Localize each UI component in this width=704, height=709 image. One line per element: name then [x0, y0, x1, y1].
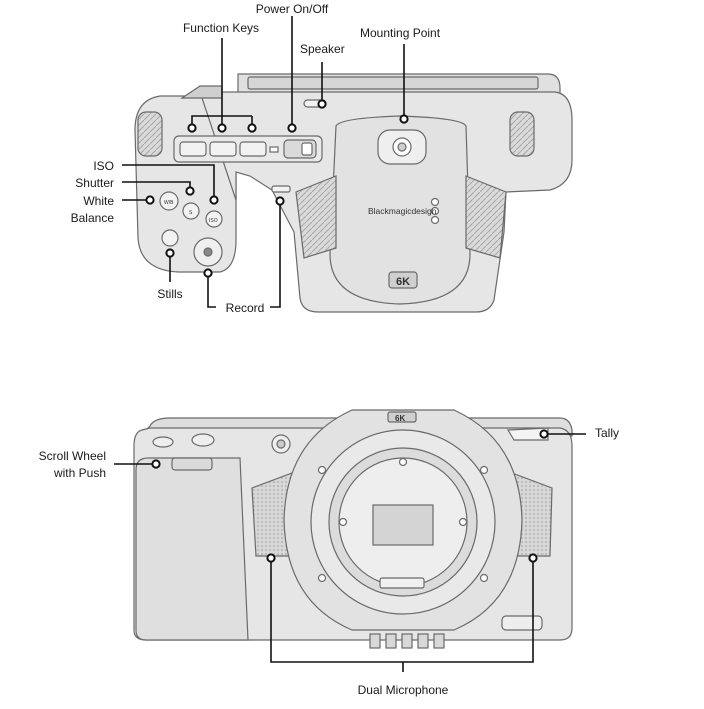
left-vent [295, 175, 337, 259]
fn-key-2 [209, 141, 237, 157]
top-view-leaders [122, 16, 405, 308]
label-balance: Balance [70, 211, 114, 225]
s-text: S [189, 210, 193, 216]
label-white: White [83, 194, 114, 208]
label-dual-microphone: Dual Microphone [357, 683, 449, 697]
power-switch-knob [301, 142, 313, 156]
label-iso: ISO [93, 159, 114, 173]
top-view-camera [134, 73, 573, 313]
label-mounting-point: Mounting Point [360, 26, 441, 40]
stills-button [161, 229, 179, 247]
top-view-leader-dots [145, 99, 409, 278]
tally-light [506, 427, 549, 441]
label-power-on-off: Power On/Off [255, 2, 329, 16]
label-stills: Stills [157, 287, 183, 301]
label-record: Record [225, 301, 265, 315]
front-6k-badge [387, 411, 417, 423]
front-view-leader-dots [151, 429, 549, 563]
right-knob [509, 111, 535, 157]
shutter-button [182, 202, 200, 220]
front-view-leaders [114, 433, 586, 672]
front-view-body-text: 6K [395, 414, 405, 423]
iso-button [205, 210, 223, 228]
top-6k-badge [388, 271, 418, 289]
fn-key-3 [239, 141, 267, 157]
lens-mount-plate [329, 115, 471, 305]
front-grip-panel [135, 457, 249, 641]
label-function-keys: Function Keys [182, 21, 260, 35]
iso-text: ISO [209, 218, 218, 224]
front-badge-text: 6K [395, 414, 405, 423]
left-knob [137, 111, 163, 157]
scroll-wheel [171, 457, 213, 471]
label-scroll-wheel-2: with Push [53, 466, 106, 480]
top-shoe [180, 85, 223, 99]
top-view-body-text: Blackmagicdesign 6K W/B S ISO [164, 200, 437, 288]
top-lcd-edge [247, 76, 539, 90]
sensor [372, 504, 434, 546]
wb-button [159, 191, 179, 211]
front-view-camera [133, 409, 573, 649]
fn-key-1 [179, 141, 207, 157]
label-tally: Tally [595, 426, 620, 440]
label-shutter: Shutter [75, 176, 114, 190]
brand-text: Blackmagicdesign [368, 206, 437, 216]
label-scroll-wheel-1: Scroll Wheel [38, 449, 106, 463]
label-speaker: Speaker [300, 42, 345, 56]
right-vent [465, 175, 507, 259]
top-badge-text: 6K [396, 276, 410, 288]
wb-text: W/B [164, 200, 174, 206]
